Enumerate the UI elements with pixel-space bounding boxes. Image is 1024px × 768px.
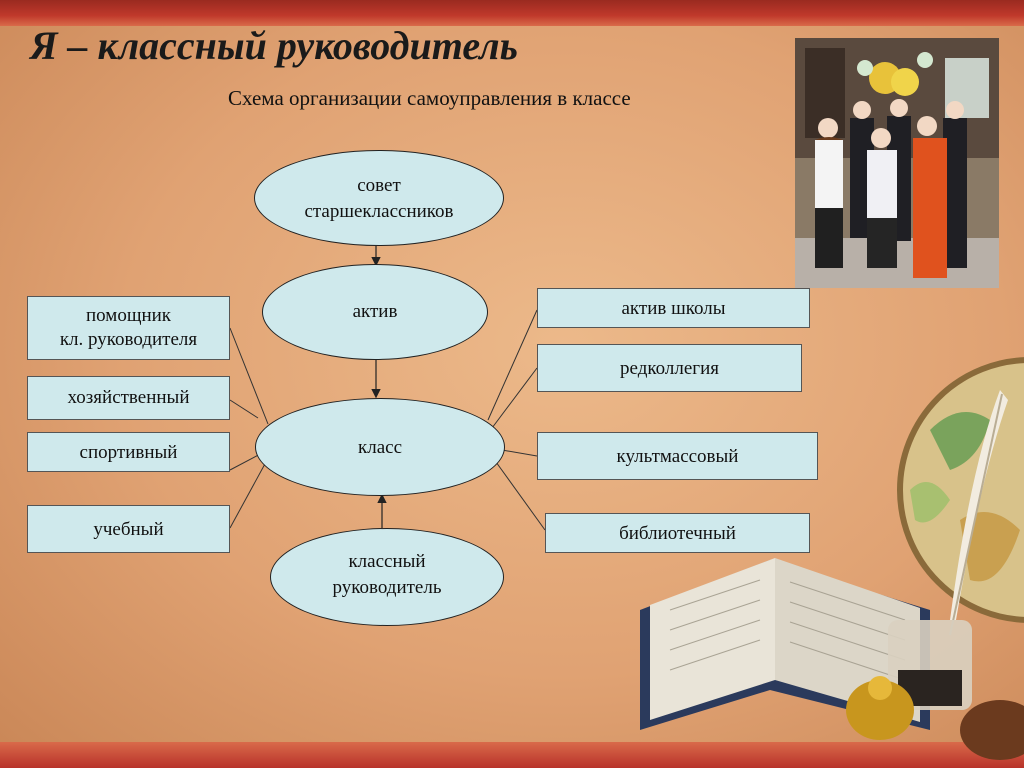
link-study [229,461,267,529]
bottom-band [0,742,1024,768]
box-household-label: хозяйственный [67,387,190,408]
box-study: учебный [27,505,230,553]
slide-subtitle: Схема организации самоуправления в класс… [228,86,631,110]
link-editorial [491,367,538,429]
node-teacher: классный руководитель [270,528,504,626]
box-assistant-label: помощник кл. руководителя [59,305,198,350]
box-editorial-label: редколлегия [620,358,719,379]
slide-title: Я – классный руководитель [30,23,518,68]
box-study-label: учебный [93,519,164,540]
link-cultural [501,449,538,457]
class-photo [795,38,999,288]
decorative-illustration [640,357,1024,760]
link-household [229,399,259,419]
box-library: библиотечный [545,513,810,553]
inkwell-image [846,620,1024,760]
box-library-label: библиотечный [619,523,736,544]
box-editorial: редколлегия [537,344,802,392]
box-assistant: помощник кл. руководителя [27,296,230,360]
top-band [0,0,1024,26]
node-teacher-label: классный руководитель [332,551,442,598]
box-school-aktiv: актив школы [537,288,810,328]
box-cultural: культмассовый [537,432,818,480]
link-library [495,461,546,531]
book-image [640,558,930,730]
node-council-label: совет старшеклассников [304,175,454,222]
node-aktiv: актив [262,264,488,360]
box-school-aktiv-label: актив школы [621,298,726,319]
node-klass: класс [255,398,505,496]
box-sports-label: спортивный [79,442,178,463]
node-aktiv-label: актив [352,301,398,322]
link-assistant [229,327,269,425]
quill-image [949,390,1008,636]
box-cultural-label: культмассовый [616,446,739,467]
link-school-aktiv [487,309,538,421]
box-household: хозяйственный [27,376,230,420]
node-klass-label: класс [357,437,402,458]
node-council: совет старшеклассников [254,150,504,246]
box-sports: спортивный [27,432,230,472]
